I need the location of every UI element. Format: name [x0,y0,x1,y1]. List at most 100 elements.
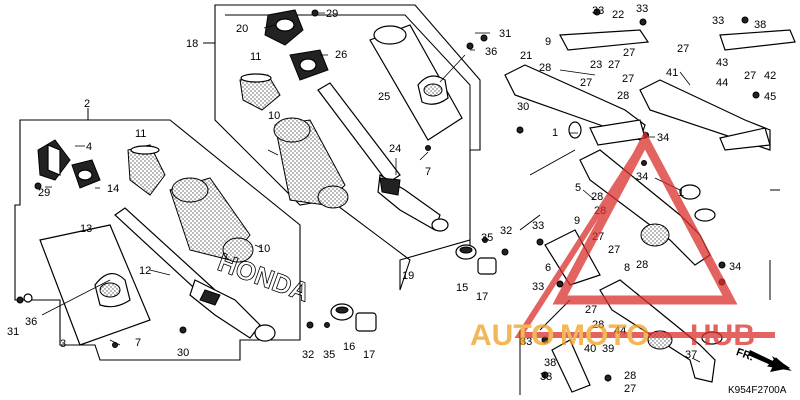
callout: 11 [250,51,261,63]
part-clamp-15 [455,244,477,260]
group-2-border [14,119,301,361]
callout: 7 [135,337,141,349]
part-cap-bracket-top [289,49,329,81]
callout: 27 [622,73,634,85]
callout: 35 [481,232,493,244]
callout: 33 [520,336,532,348]
callout: 29 [38,187,50,199]
callout: 24 [389,143,401,155]
part-silencer-core-left [169,177,254,263]
automotohub-watermark: AUTO MOTO HUB [470,130,775,352]
callout: 12 [139,265,151,277]
callout: 17 [476,291,488,303]
callout: 5 [575,182,581,194]
right-section-outline [519,149,780,395]
callout: 42 [764,70,776,82]
part-gasket-ring-1-upper [568,121,582,139]
callout: 28 [539,62,551,74]
callout: 17 [363,349,375,361]
callout: 40 [584,343,596,355]
callout: 38 [754,19,766,31]
part-insert-left [127,144,166,196]
callout: 41 [666,67,678,79]
callout: 28 [591,191,603,203]
callout: 21 [520,50,532,62]
callout: 38 [544,357,556,369]
callout: 1 [552,127,558,139]
part-gasket-ring-1-lower [679,184,701,200]
part-muffler-top [369,24,463,141]
callout: 3 [60,338,66,350]
callout: 26 [335,49,347,61]
part-bushing-17-upper [477,257,497,275]
callout: 33 [532,281,544,293]
callout: 27 [585,304,597,316]
part-heat-shield-38-top [719,29,796,51]
callout: 43 [716,57,728,69]
part-insert-top [239,73,281,111]
callout: 45 [764,91,776,103]
part-muffler-left [39,224,151,346]
callout: 18 [186,38,198,50]
part-cap-bracket-left [71,159,101,189]
callout: 27 [608,244,620,256]
callout: 15 [456,282,468,294]
callout: 7 [425,166,431,178]
callout: 9 [545,36,551,48]
callout: 32 [500,225,512,237]
callout: 9 [574,215,580,227]
callout: 27 [623,47,635,59]
callout: 10 [258,243,270,255]
callout: 8 [624,262,630,274]
group-18-border [214,4,481,291]
callout: 33 [532,220,544,232]
callout: 23 [590,59,602,71]
callout: 33 [712,15,724,27]
callout: 20 [236,23,248,35]
callout: 36 [25,316,37,328]
callout: 4 [86,141,92,153]
leader-lines [41,12,701,363]
callout: 27 [744,70,756,82]
callout: 39 [602,343,614,355]
part-muffler-joint-mid [640,223,670,247]
callout: 28 [636,259,648,271]
callout: 30 [177,347,189,359]
callout: 34 [657,132,669,144]
part-pipe-top [317,82,449,232]
part-end-cap-left [37,139,71,181]
part-clamp-16 [330,303,354,321]
fasteners [16,8,760,382]
part-end-cap-top [264,9,304,46]
callout: 34 [729,261,741,273]
callout: 36 [485,46,497,58]
callout: 31 [499,28,511,40]
callout: 13 [80,223,92,235]
diagram-code: K954F2700A [728,385,787,396]
callout: 33 [636,3,648,15]
part-heat-shield-22 [559,29,650,51]
callout: 29 [326,8,338,20]
watermark-hub: HUB [690,319,755,352]
front-direction-arrow: FR. [734,346,792,372]
part-pipe-left [114,207,276,342]
watermark-auto: AUTO [470,319,554,352]
callout: 34 [636,171,648,183]
callout: 1 [678,187,684,199]
callout: 2 [84,98,90,110]
callout: 28 [592,319,604,331]
callout: 11 [135,128,146,140]
callout: 35 [323,349,335,361]
callout: 25 [378,91,390,103]
part-heat-shield-38-bottom [551,339,591,393]
part-exhaust-pipe-21 [504,64,646,146]
part-bushing-17-lower [355,312,377,332]
callout: 37 [685,349,697,361]
callout: 16 [343,341,355,353]
callout: 30 [517,101,529,113]
callout: 44 [716,77,728,89]
callout: 33 [540,371,552,383]
watermark-moto: MOTO [560,319,649,352]
callout: 27 [624,383,636,395]
